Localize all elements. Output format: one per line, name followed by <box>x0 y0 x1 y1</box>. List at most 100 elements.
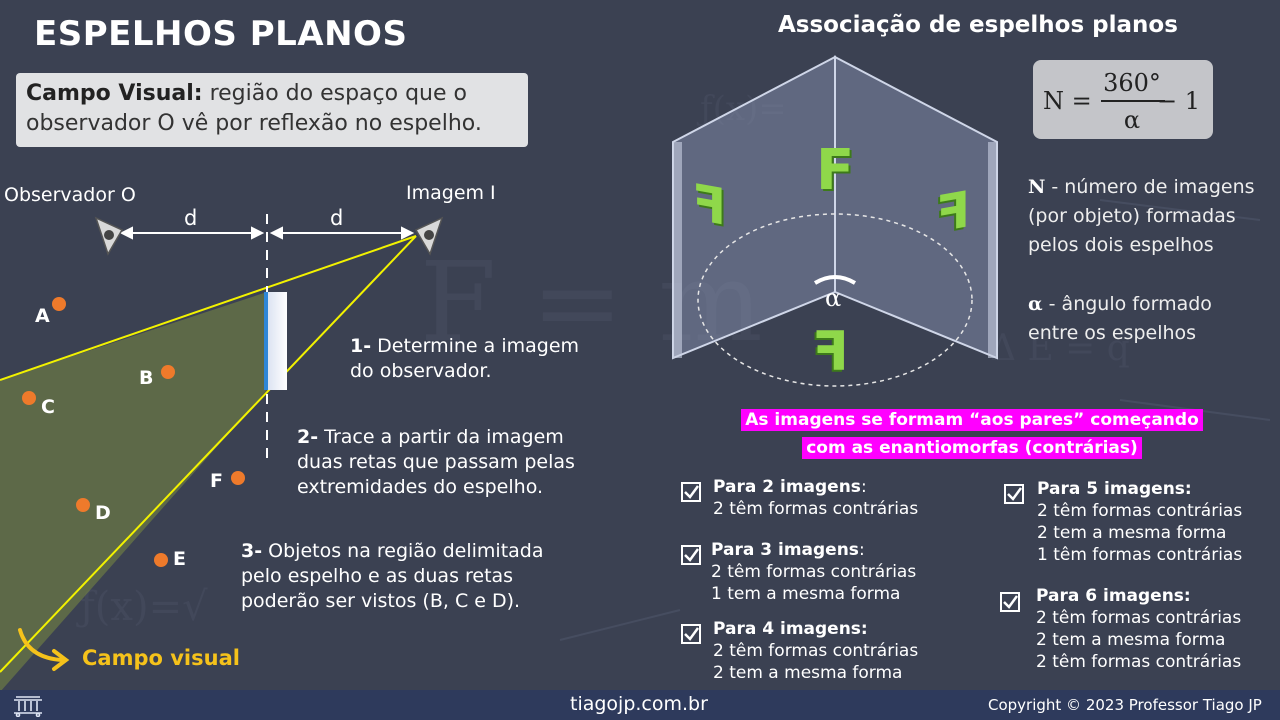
copyright: Copyright © 2023 Professor Tiago JP <box>988 696 1262 714</box>
formula-denominator: α <box>1123 106 1141 134</box>
lower-ray <box>0 235 417 673</box>
svg-text:Δ E = q: Δ E = q <box>990 328 1130 369</box>
point-e-dot <box>154 553 168 567</box>
formula-numerator: 360° <box>1103 69 1161 97</box>
case-5-line-3: 1 têm formas contrárias <box>1037 545 1243 565</box>
case-4-line-2: 2 tem a mesma forma <box>713 663 903 683</box>
case-6-head: Para 6 imagens: <box>1036 586 1191 606</box>
point-e-label: E <box>173 548 186 570</box>
checkbox-checked-icon <box>681 482 701 502</box>
case-3-suffix: : <box>858 540 865 560</box>
image-label: Imagem I <box>406 182 496 204</box>
observer-eye-icon <box>94 216 124 256</box>
case-3-line-2: 1 tem a mesma forma <box>711 584 901 604</box>
mirror-surface <box>264 292 268 390</box>
legend-alpha-line-2: entre os espelhos <box>1028 322 1197 344</box>
legend-n: N - número de imagens (por objeto) forma… <box>1028 173 1255 260</box>
step-1-line-1: Determine a imagem <box>377 335 580 357</box>
mirror-association-illustration <box>672 55 998 387</box>
step-3-line-2: pelo espelho e as duas retas <box>241 565 514 587</box>
case-3-head: Para 3 imagens <box>711 540 859 560</box>
mirror <box>265 292 287 390</box>
upper-ray <box>0 235 417 381</box>
case-5-images: Para 5 imagens: 2 têm formas contrárias … <box>1037 478 1242 566</box>
point-a-dot <box>52 297 66 311</box>
case-2-line-1: 2 têm formas contrárias <box>713 499 919 519</box>
association-title: Associação de espelhos planos <box>778 12 1178 38</box>
case-4-line-1: 2 têm formas contrárias <box>713 641 919 661</box>
legend-n-symbol: N <box>1028 176 1046 198</box>
case-2-head: Para 2 imagens <box>713 477 861 497</box>
point-f-label: F <box>210 470 223 492</box>
legend-alpha: α - ângulo formado entre os espelhos <box>1028 290 1212 348</box>
legend-n-line-1: - número de imagens <box>1045 176 1255 198</box>
case-5-head: Para 5 imagens: <box>1037 479 1192 499</box>
visual-field-region <box>0 292 267 690</box>
highlight-line-1: As imagens se formam “aos pares” começan… <box>741 409 1203 431</box>
point-c-label: C <box>41 396 55 418</box>
legend-n-line-2: (por objeto) formadas <box>1028 205 1236 227</box>
point-f-dot <box>231 471 245 485</box>
definition-term: Campo Visual: <box>26 81 203 106</box>
step-1-number: 1- <box>350 335 372 357</box>
page-title: ESPELHOS PLANOS <box>34 14 408 54</box>
image-eye-icon <box>414 216 444 256</box>
curved-arrow-icon <box>18 628 70 671</box>
case-6-line-3: 2 têm formas contrárias <box>1036 652 1242 672</box>
case-6-line-1: 2 têm formas contrárias <box>1036 608 1242 628</box>
distance-label-right: d <box>330 206 344 230</box>
case-3-line-1: 2 têm formas contrárias <box>711 562 917 582</box>
case-2-images: Para 2 imagens: 2 têm formas contrárias <box>713 476 918 520</box>
formula-rhs: − 1 <box>1157 87 1201 115</box>
field-of-view-diagram <box>0 214 444 690</box>
step-2-line-1: Trace a partir da imagem <box>324 426 564 448</box>
svg-text:ƒ(x)=√: ƒ(x)=√ <box>76 584 208 630</box>
formula-lhs: N = <box>1043 87 1092 115</box>
distance-label-left: d <box>184 206 198 230</box>
case-5-line-2: 2 tem a mesma forma <box>1037 523 1227 543</box>
step-2-line-2: duas retas que passam pelas <box>297 451 575 473</box>
letter-f-mirrored-right: F <box>936 179 971 245</box>
step-3-number: 3- <box>241 540 263 562</box>
case-5-line-1: 2 têm formas contrárias <box>1037 501 1243 521</box>
letter-f-mirrored-left: F <box>692 172 727 238</box>
fraction-bar <box>1101 100 1165 102</box>
point-b-label: B <box>139 367 154 389</box>
step-2-number: 2- <box>297 426 319 448</box>
checkbox-checked-icon <box>1000 592 1020 612</box>
observer-label: Observador O <box>4 184 136 206</box>
legend-alpha-line-1: - ângulo formado <box>1042 293 1212 315</box>
angle-alpha-label: α <box>825 284 842 312</box>
highlight-line-2: com as enantiomorfas (contrárias) <box>802 437 1142 459</box>
case-3-images: Para 3 imagens: 2 têm formas contrárias … <box>711 539 916 605</box>
case-6-images: Para 6 imagens: 2 têm formas contrárias … <box>1036 585 1241 673</box>
case-6-line-2: 2 tem a mesma forma <box>1036 630 1226 650</box>
definition-box: Campo Visual: região do espaço que o obs… <box>16 73 528 147</box>
point-b-dot <box>161 365 175 379</box>
checkbox-checked-icon <box>681 545 701 565</box>
case-2-suffix: : <box>860 477 867 497</box>
step-2-line-3: extremidades do espelho. <box>297 476 544 498</box>
step-2: 2- Trace a partir da imagem duas retas q… <box>297 425 575 500</box>
case-4-head: Para 4 imagens: <box>713 619 868 639</box>
checkbox-checked-icon <box>1004 484 1024 504</box>
point-a-label: A <box>35 305 50 327</box>
definition-text: região do espaço que o observador O vê p… <box>26 81 482 136</box>
letter-f-original: F <box>816 138 855 203</box>
site-link[interactable]: tiagojp.com.br <box>570 693 708 715</box>
step-3-line-3: poderão ser vistos (B, C e D). <box>241 590 521 612</box>
point-c-dot <box>22 391 36 405</box>
step-1: 1- Determine a imagem do observador. <box>350 334 579 384</box>
campo-visual-label: Campo visual <box>82 646 240 670</box>
letter-f-mirrored-front: F <box>812 320 849 383</box>
footer-bar <box>0 690 1280 720</box>
step-3-line-1: Objetos na região delimitada <box>268 540 544 562</box>
point-d-label: D <box>95 502 111 524</box>
pairs-highlight: As imagens se formam “aos pares” começan… <box>707 406 1237 462</box>
step-3: 3- Objetos na região delimitada pelo esp… <box>241 539 544 614</box>
temple-icon <box>14 696 42 717</box>
formula-box: N = 360° α − 1 <box>1033 60 1213 139</box>
step-1-line-2: do observador. <box>350 360 492 382</box>
checkbox-checked-icon <box>681 624 701 644</box>
case-4-images: Para 4 imagens: 2 têm formas contrárias … <box>713 618 918 684</box>
